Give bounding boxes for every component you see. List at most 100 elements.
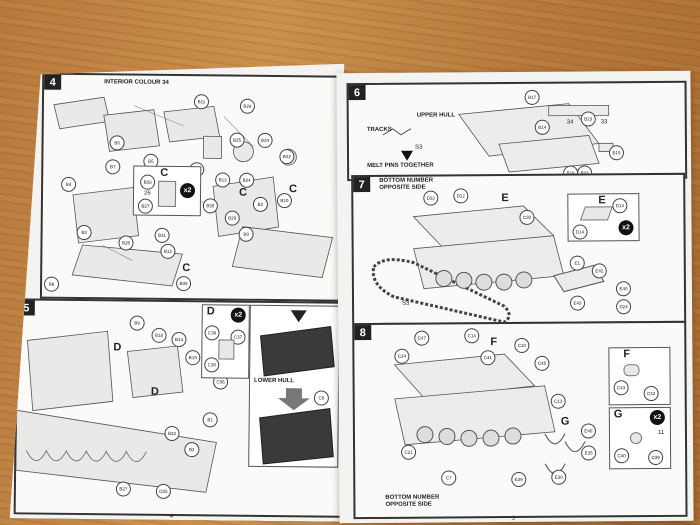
- inset-e: E x2 D14 D14: [567, 193, 640, 242]
- part-tag: C40: [614, 448, 630, 464]
- part-tag: B17: [524, 89, 540, 105]
- melt-pins-label: MELT PINS TOGETHER: [367, 162, 434, 170]
- left-page: 4 INTERIOR COLOUR 34 B1: [10, 60, 345, 521]
- part-tag: E39: [511, 471, 527, 488]
- part-tag: B1: [203, 412, 218, 427]
- part-tag: C34: [394, 348, 410, 364]
- bottom-note: OPPOSITE SIDE: [385, 501, 432, 508]
- part-tag: B35: [203, 198, 218, 213]
- part-drawing: [579, 206, 613, 221]
- part-tag: B13: [215, 172, 230, 187]
- part-drawing: [218, 339, 234, 359]
- part-tag: D14: [612, 198, 628, 214]
- part-tag: B8: [109, 135, 124, 150]
- part-tag: B9: [130, 316, 145, 331]
- quantity-badge: x2: [180, 183, 195, 198]
- part-tag: E43: [569, 295, 586, 311]
- part-drawing: [158, 181, 176, 207]
- part-tag: D22: [453, 188, 469, 204]
- part-tag: B27: [116, 481, 131, 496]
- inset-label: G: [613, 408, 623, 421]
- part-tag: B9: [239, 227, 254, 242]
- part-tag: C21: [401, 444, 417, 460]
- part-tag: C38: [204, 325, 219, 340]
- part-tag: B11: [194, 94, 209, 109]
- step-8-panel: 8 C47 C34 C14 C41 C10 C45 C13 C21 C7 E39…: [352, 320, 688, 520]
- part-tag: E1: [569, 255, 585, 271]
- part-tag: B31: [155, 228, 170, 243]
- part-tag: C14: [464, 328, 480, 344]
- part-tag: D32: [423, 190, 439, 206]
- quantity-badge: x2: [649, 409, 665, 426]
- inset-f: F C43 C42: [608, 346, 671, 406]
- callout-letter: D: [150, 385, 159, 398]
- part-tag: C30: [519, 209, 535, 225]
- step-6-panel: 6 UPPER HULL TRACKS MELT PINS TOGETHER B…: [346, 80, 688, 182]
- step-6-drawing: [382, 103, 614, 173]
- part-tag: B14: [534, 119, 550, 135]
- part-tag: C43: [613, 380, 629, 396]
- part-tag: C39: [648, 449, 664, 466]
- part-tag: B39: [176, 276, 191, 291]
- callout-letter: D: [113, 341, 122, 354]
- callout-letter: E: [501, 192, 509, 205]
- part-tag: D25: [156, 484, 171, 499]
- part-tag: B26: [118, 235, 133, 250]
- part-tag: B15: [608, 145, 625, 161]
- part-tag: B6: [44, 277, 59, 292]
- lower-hull-drawing: [249, 306, 339, 467]
- step-7-drawing: [371, 205, 605, 324]
- part-tag: B34: [258, 133, 273, 148]
- bottom-note: BOTTOM NUMBER: [385, 494, 440, 501]
- part-tag: B12: [160, 244, 175, 259]
- part-tag: C6: [314, 390, 329, 405]
- callout-letter: C: [289, 183, 298, 196]
- callout-letter: C: [182, 262, 191, 275]
- part-label: 33: [600, 119, 608, 126]
- part-drawing: [629, 432, 643, 445]
- part-tag: D24: [616, 299, 632, 315]
- callout-letter: G: [560, 415, 570, 428]
- part-tag: E38: [551, 469, 567, 485]
- inset-label: E: [598, 194, 606, 207]
- inset-g: G x2 C40 C39 11: [608, 406, 672, 470]
- part-tag: B10: [277, 193, 292, 208]
- part-tag: C41: [480, 350, 496, 366]
- step-5-panel: 5 B9 B18 B14 B19 C56 B1 B27 B2 B22 D25 D…: [14, 298, 344, 517]
- part-tag: D14: [572, 224, 588, 240]
- part-tag: B32: [279, 149, 294, 164]
- inset-label: D: [206, 305, 215, 318]
- part-tag: B19: [185, 350, 200, 365]
- part-tag: B28: [140, 175, 155, 190]
- page-number: 5: [511, 516, 515, 523]
- part-tag: B29: [225, 210, 240, 225]
- step-4-panel: 4 INTERIOR COLOUR 34 B1: [40, 73, 346, 302]
- part-tag: C42: [643, 385, 659, 402]
- part-tag: B18: [151, 328, 166, 343]
- part-tag: B22: [164, 426, 179, 441]
- part-tag: E40: [615, 281, 631, 297]
- inset-d: D x2 C38 C37 C36: [201, 304, 250, 378]
- part-label: 11: [657, 429, 665, 437]
- part-tag: B3: [77, 225, 92, 240]
- upper-hull-label: UPPER HULL: [416, 112, 456, 119]
- part-tag: E35: [581, 445, 597, 461]
- step-8-drawing: [393, 353, 586, 475]
- part-tag: B24: [239, 173, 254, 188]
- quantity-badge: x2: [231, 308, 246, 323]
- step-5-drawing: [16, 300, 342, 515]
- lower-hull-inset: LOWER HULL C6: [248, 305, 340, 468]
- tracks-label: TRACKS: [366, 126, 392, 134]
- part-tag: C10: [514, 337, 530, 354]
- part-tag: C36: [204, 357, 219, 372]
- callout-letter: F: [490, 336, 498, 349]
- part-tag: B27: [138, 199, 153, 214]
- part-tag: B14: [171, 332, 186, 347]
- right-page: 6 UPPER HULL TRACKS MELT PINS TOGETHER B…: [336, 70, 694, 524]
- lower-hull-label: LOWER HULL: [254, 377, 295, 385]
- part-drawing: [623, 364, 640, 377]
- part-tag: E40: [580, 423, 596, 439]
- inset-label: F: [623, 348, 631, 361]
- part-label: 26: [143, 190, 151, 197]
- part-tag: B23: [580, 111, 596, 127]
